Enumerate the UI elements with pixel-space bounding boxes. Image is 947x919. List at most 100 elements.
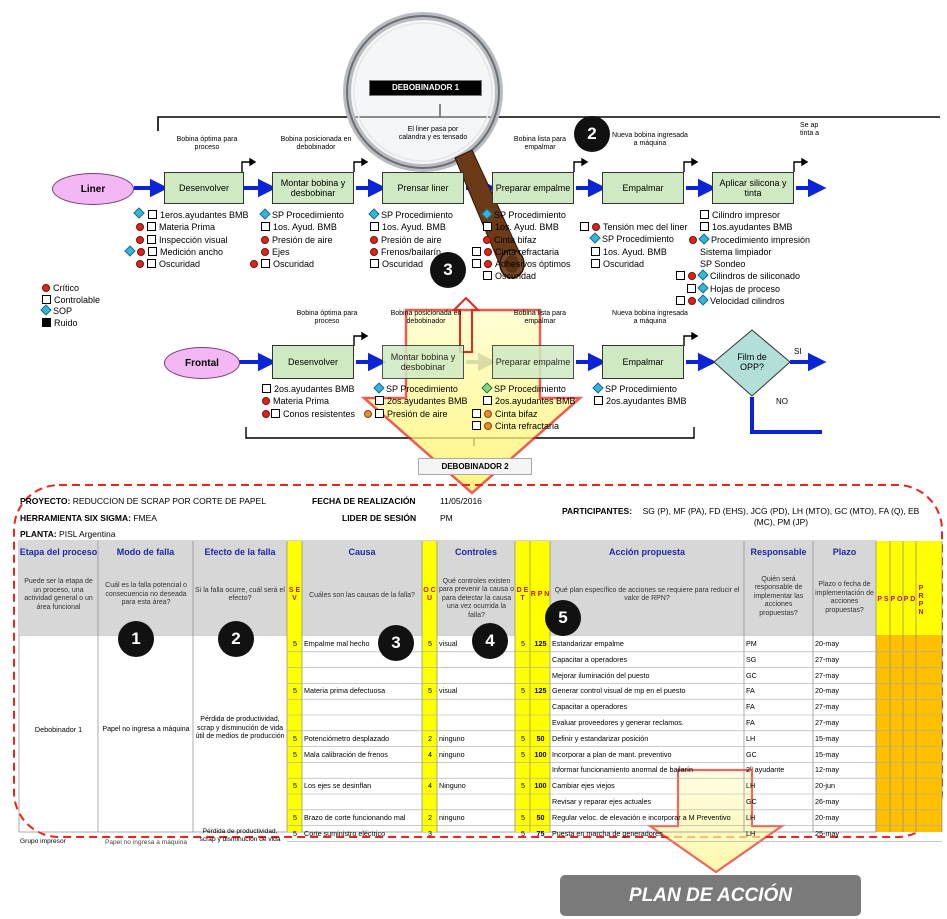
frontal-step-3[interactable]: Preparar empalme [492, 345, 574, 379]
cell-plazo: 27-may [815, 654, 839, 664]
frontal-step-2[interactable]: Montar bobina y desbobinar [382, 345, 464, 379]
decision-label: Film de OPP? [737, 352, 767, 372]
cell-resp: GC [746, 670, 757, 680]
cell-accion: Regular veloc. de elevación e incorporar… [552, 812, 731, 822]
sub-modo: Cuál es la falla potencial o consecuenci… [105, 582, 187, 607]
liner-inputs-2: SP Procedimiento 1os. Ayud. BMB Presión … [250, 208, 344, 270]
hdr-causa: Causa [348, 547, 376, 557]
cell-causa: Los ejes se desinflan [304, 781, 372, 791]
cell-resp: LH [746, 733, 756, 743]
liner-output-4: Bobina lista para empalmar [513, 136, 567, 151]
cell-accion: Revisar y reparar ejes actuales [552, 797, 652, 806]
frontal-step-1[interactable]: Desenvolver [272, 345, 354, 379]
cell-causa: Corte suministro eléctrico [304, 828, 386, 838]
p-cols [876, 541, 942, 635]
liner-step-3[interactable]: Prensar liner [382, 172, 464, 204]
cell-accion: Definir y estandarizar posición [552, 733, 649, 743]
sub-responsable: Quién será responsable de implementar la… [753, 575, 804, 617]
cell-plazo: 25-may [815, 828, 839, 838]
ocu-col [422, 541, 437, 832]
cell-efecto2: Pérdida de productividad, scrap y dismin… [199, 827, 281, 844]
sub-efecto: Si la falla ocurre, cuál será el efecto? [195, 586, 285, 603]
liner-step-2[interactable]: Montar bobina y desbobinar [272, 172, 354, 204]
cell-plazo: 27-may [815, 718, 839, 727]
cell-resp: 2º ayudante [746, 765, 785, 775]
liner-output-2: Bobina posicionada en debobinador [280, 136, 352, 151]
cell-sev: 5 [293, 781, 297, 791]
frontal-oval: Frontal [164, 347, 240, 379]
lider: PM [440, 513, 453, 523]
cell-ctrl: ninguno [439, 733, 465, 743]
hdr-ocu: O C U [423, 587, 436, 602]
cell-resp: FA [746, 686, 755, 696]
cell-plazo: 20-may [815, 812, 839, 822]
liner-inputs-4: SP Procedimiento 1os. Ayud. BMB Cinta bi… [472, 208, 571, 283]
cell-causa: Materia prima defectuosa [304, 686, 386, 696]
cell-ocu: 3 [428, 828, 432, 838]
cell-det: 5 [521, 828, 525, 838]
hdr-modo: Modo de falla [116, 547, 175, 557]
cell-accion: Mejorar iluminación del puesto [552, 670, 650, 680]
cell-det: 5 [521, 812, 525, 822]
cell-sev: 5 [293, 749, 297, 759]
cell-causa: Empalme mal hecho [304, 639, 370, 648]
cell-plazo: 27-may [815, 702, 839, 712]
cell-rpn: 100 [534, 749, 547, 759]
cell-plazo: 12-may [815, 765, 839, 775]
cell-modo2: Papel no ingresa a máquina [104, 838, 188, 846]
header-row-bg [19, 541, 876, 635]
fecha-label: FECHA DE REALIZACIÓN [312, 496, 416, 506]
proyecto: PROYECTO: REDUCCION DE SCRAP POR CORTE D… [20, 496, 266, 506]
hdr-efecto: Efecto de la falla [204, 547, 276, 557]
legend-critico: Crítico [42, 283, 100, 295]
hdr-ps: P S [877, 596, 889, 603]
liner-step-5[interactable]: Empalmar [602, 172, 684, 204]
liner-step-1[interactable]: Desenvolver [164, 172, 244, 204]
participantes-label: PARTICIPANTES: [562, 506, 633, 516]
legend: Crítico Controlable SOP Ruido [40, 283, 100, 330]
legend-ruido: Ruido [42, 318, 100, 330]
decision-no: NO [776, 397, 788, 406]
cell-ocu: 4 [428, 781, 432, 791]
plan-down-arrow [646, 768, 786, 874]
cell-plazo: 15-may [815, 749, 839, 759]
cell-ctrl: ninguno [439, 749, 465, 759]
liner-step-4[interactable]: Preparar empalme [492, 172, 574, 204]
hdr-responsable: Responsable [750, 547, 807, 557]
cell-efecto: Pérdida de productividad, scrap y dismin… [195, 716, 285, 741]
decision-diamond [713, 329, 791, 397]
participantes: SG (P), MF (PA), FD (EHS), JCG (PD), LH … [642, 506, 920, 527]
hdr-det: D E T [516, 587, 529, 602]
cell-resp: FA [746, 702, 755, 712]
det-col [515, 541, 530, 832]
cell-ctrl: visual [439, 686, 458, 696]
hdr-pd: P D [903, 596, 916, 603]
frontal-inputs-3: SP Procedimiento 2os.ayudantes BMB Cinta… [472, 382, 576, 432]
debobinador2-label: DEBOBINADOR 2 [418, 458, 532, 475]
hdr-rpn: R P N [530, 591, 550, 598]
liner-inputs-6: Cilindro impresor 1os.ayudantes BMB Proc… [676, 209, 810, 307]
cell-resp: SG [746, 654, 757, 664]
frontal-output-1: Bobina óptima para proceso [296, 310, 358, 325]
liner-step-6[interactable]: Aplicar silicona y tinta [712, 172, 794, 204]
cell-sev: 5 [293, 828, 297, 838]
lider-label: LIDER DE SESIÓN [342, 513, 417, 523]
hdr-sev: S E V [288, 587, 301, 602]
frontal-step-4[interactable]: Empalmar [602, 345, 684, 379]
fmea-focus-outline [13, 484, 943, 838]
badge-1: 1 [118, 621, 154, 657]
cell-det: 5 [521, 686, 525, 696]
cell-accion: Generar control visual de mp en el puest… [552, 686, 686, 696]
cell-accion: Evaluar proveedores y generar reclamos. [552, 718, 684, 727]
cell-ocu: 2 [428, 733, 432, 743]
cell-causa: Potenciómetro desplazado [304, 733, 390, 743]
badge-3: 3 [378, 625, 414, 661]
cell-resp: LH [746, 812, 756, 822]
badge-4: 4 [472, 623, 508, 659]
sub-controles: Qué controles existen para prevenir la c… [438, 577, 515, 619]
plan-de-accion-banner: PLAN DE ACCIÓN [560, 875, 861, 916]
liner-output-6: Se ap tinta a [800, 122, 820, 137]
cell-rpn: 75 [536, 828, 545, 838]
cell-ocu: 5 [428, 686, 432, 696]
